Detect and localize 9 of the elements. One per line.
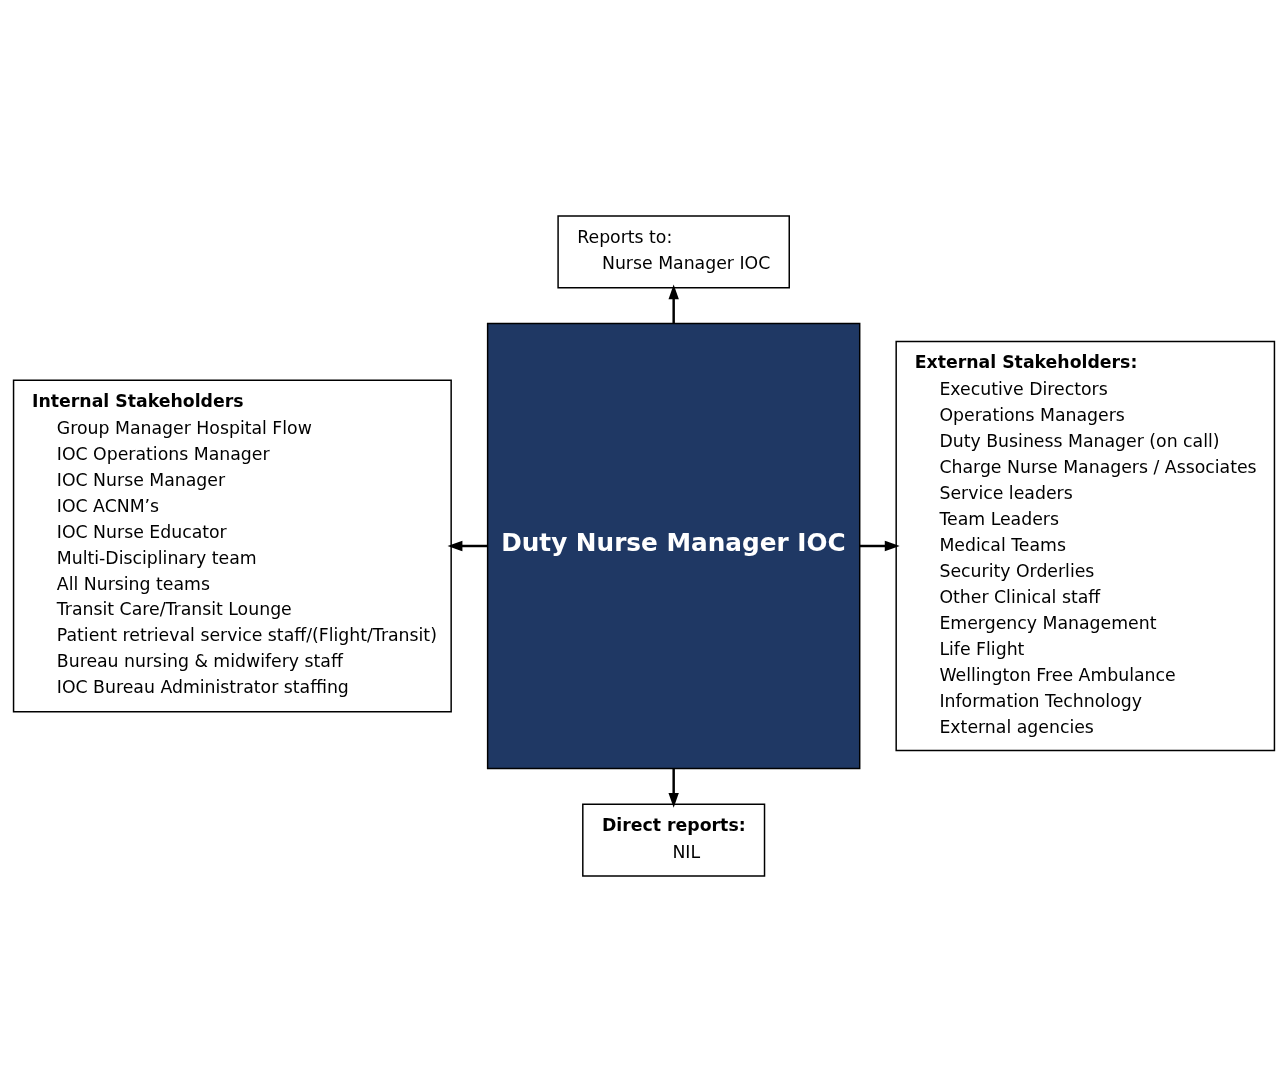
node-box: Reports to: Nurse Manager IOC: [557, 214, 790, 288]
node-box: Duty Nurse Manager IOC: [486, 322, 861, 769]
arrow: [668, 284, 679, 323]
node-box: External Stakeholders: Executive Directors Operations Managers Duty Business Manager (on call) Charge Nurse Managers / Associates Service leaders Team Leaders Medical Teams Security Orderlies Other Clinical staff Emergency Management Life Flight Wellington Free Ambulance Information Technology External agencies: [895, 340, 1276, 751]
arrow: [859, 540, 900, 551]
node-box: Direct reports: NIL: [582, 803, 766, 877]
node-box: Internal Stakeholders Group Manager Hospital Flow IOC Operations Manager IOC Nurse Manager IOC ACNM’s IOC Nurse Educator Multi-Disciplinary team All Nursing teams Transit Care/Transit Lounge Patient retrieval service staff/(Flight/Transit) Bureau nursing & midwifery staff IOC Bureau Administrator staffing: [12, 379, 452, 712]
arrow: [447, 540, 488, 551]
arrow: [668, 768, 679, 808]
